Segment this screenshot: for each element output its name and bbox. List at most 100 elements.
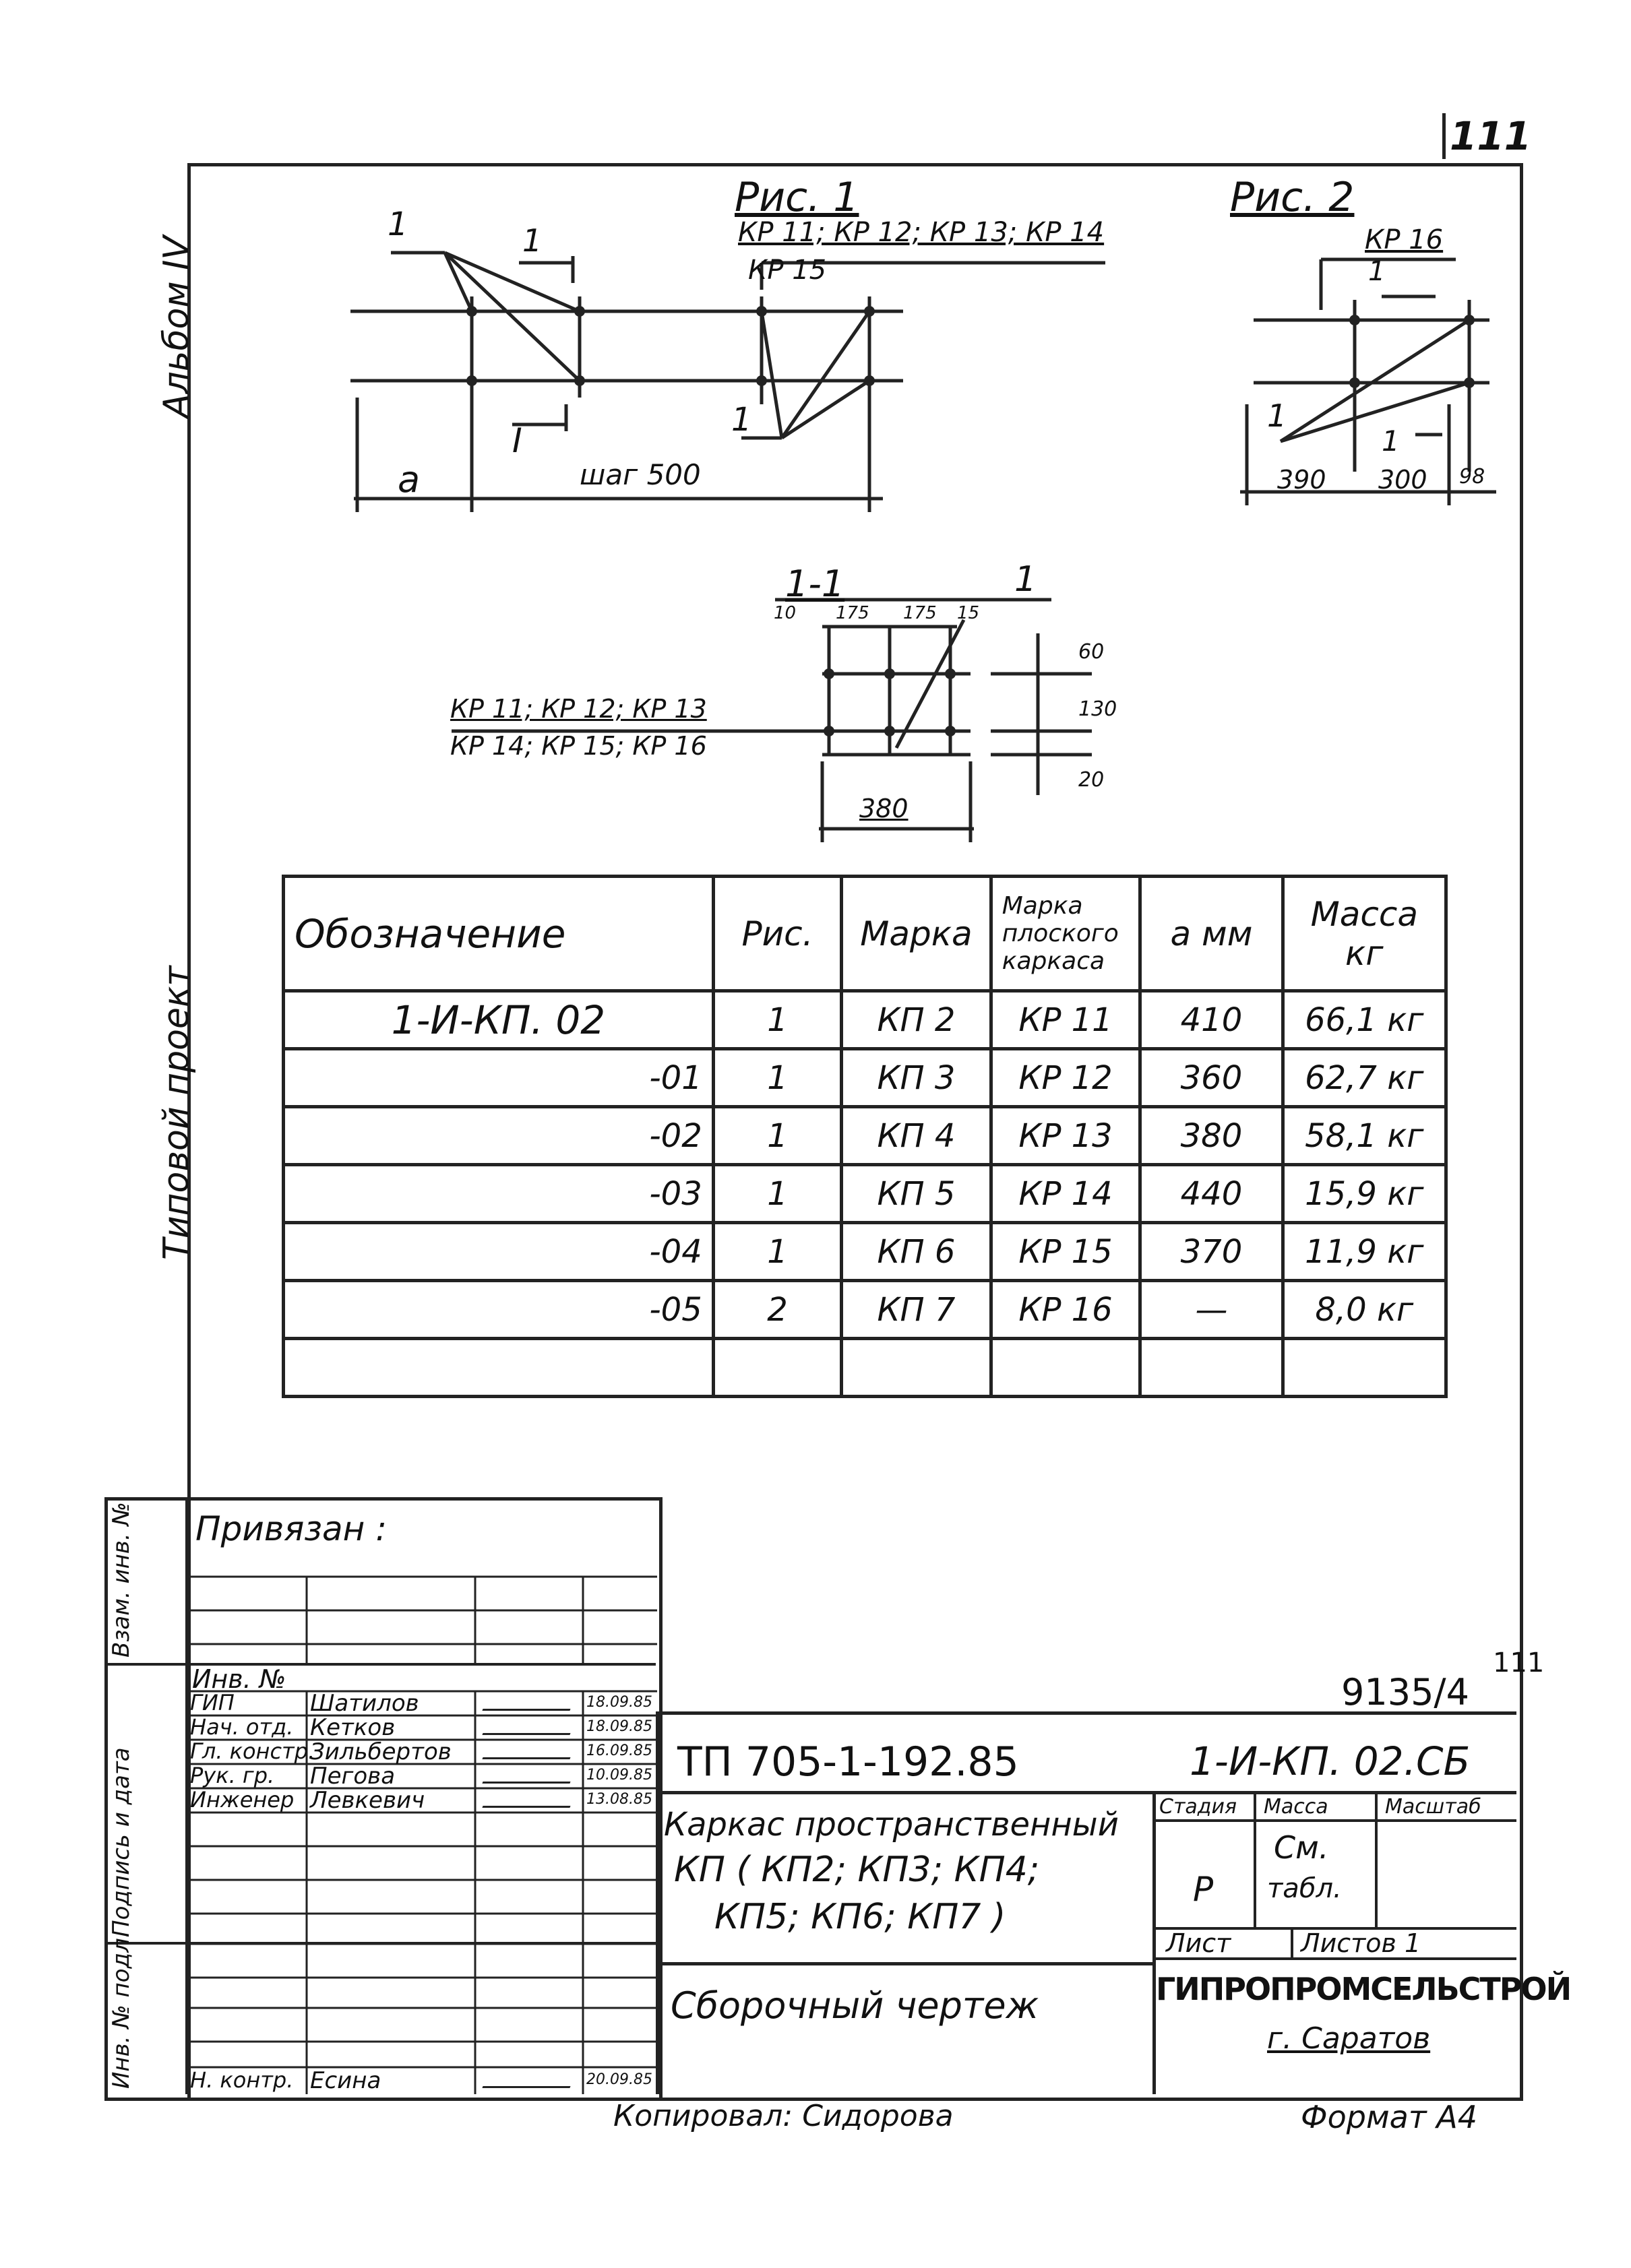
fig1-cut-label-3: 1 [731, 401, 752, 439]
binding-label: Привязан : [195, 1509, 388, 1548]
stage-col-divider-2 [1375, 1791, 1378, 1927]
hdr-fig: Рис. [711, 875, 844, 993]
cell-mass: 62,7 кг [1281, 1047, 1448, 1108]
cell-a-mm [1138, 1337, 1285, 1398]
cell-mark: КП 6 [840, 1221, 993, 1282]
fig1-title: Рис. 1 [735, 174, 859, 221]
cell-fig: 1 [711, 1047, 844, 1108]
archive-sheet: 111 [1493, 1647, 1545, 1678]
archive-number: 9135/4 [1341, 1671, 1469, 1713]
fig2-dim-390: 390 [1277, 465, 1326, 495]
sheets-label: Листов 1 [1301, 1928, 1421, 1958]
signatory-name: Пегова [310, 1763, 396, 1790]
cell-mark [840, 1337, 993, 1398]
signatory-date: 20.09.85 [586, 2071, 652, 2088]
cell-mass: 15,9 кг [1281, 1163, 1448, 1224]
signatory-name: Кетков [310, 1714, 396, 1741]
cell-flat-frame: КР 12 [989, 1047, 1142, 1108]
signatory-date: 18.09.85 [586, 1694, 652, 1711]
city: г. Саратов [1267, 2021, 1431, 2056]
project-code: ТП 705-1-192.85 [677, 1738, 1019, 1786]
cell-designation: 1-И-КП. 02 [282, 989, 715, 1050]
title-block-name-divider [656, 1962, 1152, 1965]
sheet-col-divider [1291, 1927, 1293, 1957]
cell-mass: 8,0 кг [1281, 1279, 1448, 1340]
sheet-frame [187, 163, 1523, 2101]
organization: ГИПРОПРОМСЕЛЬСТРОЙ [1156, 1971, 1572, 2007]
stage-value: Р [1193, 1870, 1214, 1909]
cell-designation: -05 [282, 1279, 715, 1340]
section-dim-380: 380 [859, 794, 909, 823]
section-dim-10: 10 [774, 603, 797, 623]
signatory-role: Нач. отд. [190, 1714, 294, 1740]
spec-header-row: Обозначение Рис. Марка Марка плоского ка… [282, 875, 1448, 993]
sheet-format: Формат А4 [1301, 2099, 1477, 2135]
product-name-line2: КП ( КП2; КП3; КП4; [674, 1850, 1040, 1890]
title-block-left-border [656, 1711, 659, 2094]
figures-drawing [350, 251, 1496, 842]
side-label-signature: Подпись и дата [108, 1747, 135, 1937]
copied-by: Копировал: Сидорова [613, 2099, 954, 2133]
cell-designation: -04 [282, 1221, 715, 1282]
cell-mark: КП 5 [840, 1163, 993, 1224]
title-block-col-divider [1152, 1791, 1156, 2094]
cell-mark: КП 7 [840, 1279, 993, 1340]
section-dim-15: 15 [957, 603, 980, 623]
fig2-cut-2: 1 [1267, 398, 1287, 434]
cell-a-mm: 440 [1138, 1163, 1285, 1224]
cell-mark: КП 4 [840, 1105, 993, 1166]
signature-scribble [482, 1718, 576, 1735]
fig1-cut-label: 1 [388, 206, 408, 243]
fig1-marks: КР 11; КР 12; КР 13; КР 14 [738, 217, 1105, 248]
sheet-label: Лист [1166, 1928, 1231, 1958]
hdr-flat-frame: Марка плоского каркаса [989, 875, 1142, 993]
hdr-a: а мм [1138, 875, 1285, 993]
section-dim-130: 130 [1078, 697, 1117, 721]
spec-table: Обозначение Рис. Марка Марка плоского ка… [282, 875, 1448, 1398]
scale-label: Масштаб [1385, 1795, 1481, 1819]
cell-fig: 1 [711, 1105, 844, 1166]
cell-mass: 66,1 кг [1281, 989, 1448, 1050]
cell-flat-frame: КР 15 [989, 1221, 1142, 1282]
cell-mass: 58,1 кг [1281, 1105, 1448, 1166]
hdr-mass: Масса кг [1281, 875, 1448, 993]
signatory-date: 13.08.85 [586, 1791, 652, 1808]
cell-fig: 1 [711, 1221, 844, 1282]
signature-scribble [482, 1742, 576, 1759]
cell-flat-frame: КР 16 [989, 1279, 1142, 1340]
hdr-designation: Обозначение [282, 875, 715, 993]
mass-value-l1: См. [1274, 1829, 1329, 1866]
cell-fig: 1 [711, 989, 844, 1050]
cell-flat-frame: КР 13 [989, 1105, 1142, 1166]
fig1-cut-roman: I [512, 421, 522, 460]
section-dim-175b: 175 [903, 603, 937, 623]
signatory-role: Инженер [190, 1787, 295, 1813]
title-block [656, 1711, 1516, 2098]
signatory-date: 16.09.85 [586, 1742, 652, 1759]
hdr-mark: Марка [840, 875, 993, 993]
side-label-replace: Взам. инв. № [108, 1502, 135, 1658]
cell-a-mm: 370 [1138, 1221, 1285, 1282]
cell-mark: КП 2 [840, 989, 993, 1050]
doc-type: Сборочный чертеж [671, 1984, 1039, 2027]
stage-col-divider-1 [1254, 1791, 1256, 1927]
cell-a-mm: 360 [1138, 1047, 1285, 1108]
cell-designation: -02 [282, 1105, 715, 1166]
fig2-cut-1: 1 [1368, 256, 1386, 287]
fig2-title: Рис. 2 [1230, 174, 1355, 221]
mass-label: Масса [1264, 1795, 1328, 1819]
section-marks-1: КР 11; КР 12; КР 13 [450, 694, 707, 724]
signatory-role: Н. контр. [190, 2067, 294, 2093]
signatory-name: Левкевич [310, 1787, 425, 1814]
side-label-inv: Инв. № подл. [108, 1930, 135, 2089]
section-mark-1: 1 [1014, 559, 1037, 600]
binding-grid [185, 1575, 657, 2094]
signatory-name: Шатилов [310, 1690, 419, 1717]
cell-fig [711, 1337, 844, 1398]
binding-block [104, 1497, 663, 2101]
mass-value-l2: табл. [1267, 1873, 1342, 1904]
